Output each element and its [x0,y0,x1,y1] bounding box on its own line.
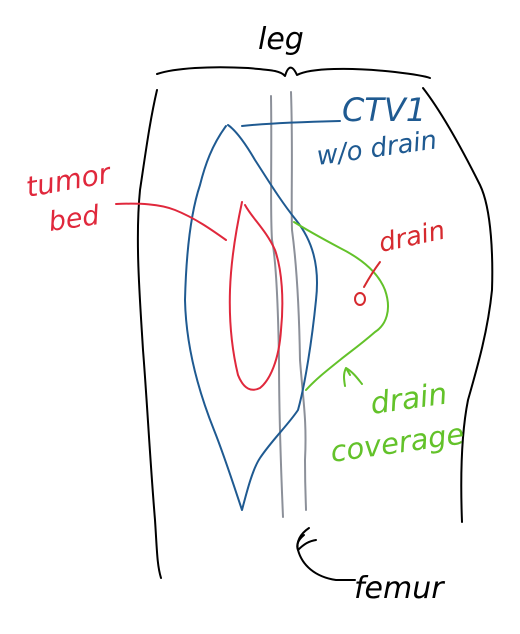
label-tumor: tumor [23,156,114,203]
label-ctv: CTV1 [342,91,426,129]
tumor-pointer [115,202,227,241]
label-tumor-2: bed [47,200,103,238]
ctv-pointer [241,120,341,127]
drain-coverage-outline [293,221,389,391]
label-drain-coverage: drain [368,377,449,422]
femur-pointer-head [296,534,317,551]
leg-brace [156,66,431,79]
tumor-bed-outline [228,201,284,391]
drain-marker [354,292,366,306]
label-leg: leg [258,22,304,57]
label-ctv-note: w/o drain [315,125,439,172]
label-drain-coverage-2: coverage [328,417,466,469]
leg-left-outline [136,89,162,579]
label-femur: femur [354,571,445,606]
drain-pointer [363,261,381,288]
femur-line-left [270,95,284,518]
ctv-outline [184,124,318,511]
label-drain: drain [376,216,448,259]
femur-pointer [296,527,356,581]
drain-coverage-arrow [343,367,363,387]
leg-right-outline [422,87,494,523]
femur-line-right [290,91,307,511]
